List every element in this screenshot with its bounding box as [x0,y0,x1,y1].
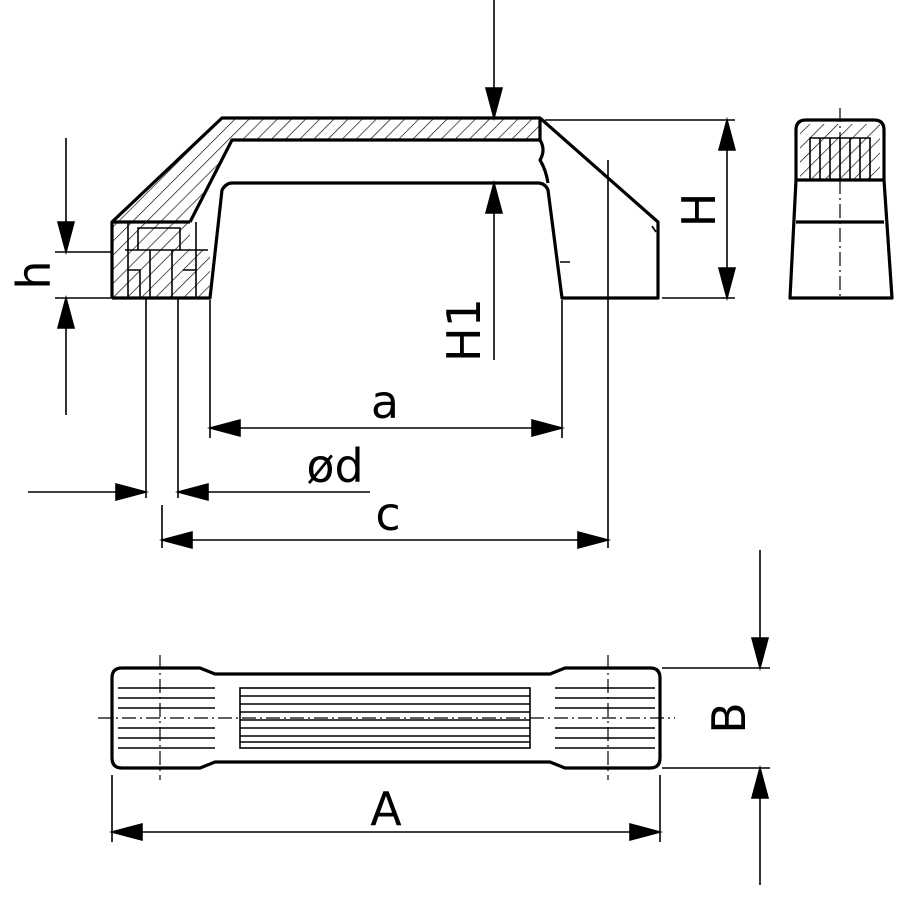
plan-outline [110,666,662,770]
label-a: a [371,375,399,429]
dimensions [28,0,770,885]
side-insert [125,222,657,298]
label-B: B [702,702,756,734]
label-A: A [370,782,402,836]
plan-grip-lines [118,687,655,749]
side-hatched-section [112,118,540,298]
label-c: c [375,487,400,541]
side-view [110,116,660,300]
side-outline [110,116,660,300]
label-H: H [672,193,726,228]
plan-view [98,655,675,780]
label-H1: H1 [437,298,491,362]
label-d: ød [306,439,363,493]
end-view [788,108,894,300]
label-h: h [7,260,61,289]
side-inner-channel [112,118,550,224]
